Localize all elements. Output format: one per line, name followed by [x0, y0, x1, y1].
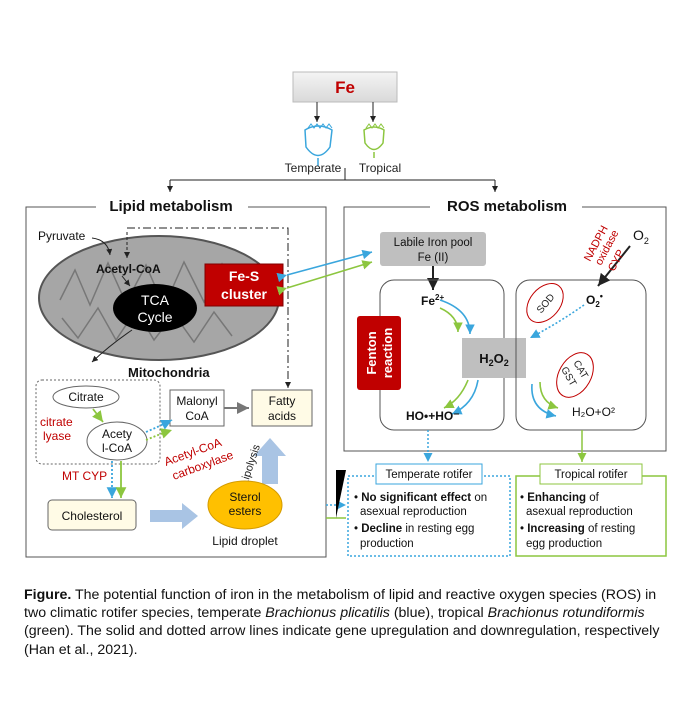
sterol-line1: Sterol	[229, 490, 260, 504]
temperate-bullet1-line2: asexual reproduction	[360, 506, 467, 518]
tropical-rotifer-icon	[363, 123, 385, 158]
caption-label: Figure.	[24, 587, 72, 603]
o2-label: O2	[633, 227, 649, 246]
lipid-droplet-label: Lipid droplet	[212, 534, 278, 548]
acetyl-coa-label: Acetyl-CoA	[96, 262, 161, 276]
cat-gst-node	[556, 352, 594, 398]
caption-part3: (green). The solid and dotted arrow line…	[24, 623, 660, 658]
hydroxyl-label: HO•+HO⁻	[406, 409, 460, 423]
tca-line1: TCA	[141, 292, 170, 308]
fatty-acids-line1: Fatty	[269, 394, 296, 408]
tropical-bullet1: • Enhancing of	[520, 492, 600, 504]
temperate-outcome-title-box	[375, 463, 483, 485]
iron-label: Fe	[335, 78, 355, 97]
tca-cycle	[113, 284, 197, 332]
temperate-bullet2: • Decline in resting egg	[354, 523, 474, 535]
iron-box	[292, 71, 398, 103]
temperate-bullet2-line2: production	[360, 538, 414, 550]
cholesterol-box	[47, 499, 137, 531]
fenton-reaction-box	[357, 316, 401, 390]
antioxidant-region	[515, 279, 647, 431]
fes-cluster-box	[204, 263, 284, 307]
mt-cyp-label: MT CYP	[62, 469, 107, 483]
lipolysis-arrow	[254, 438, 286, 484]
citrate-lyase-line1: citrate	[40, 415, 73, 429]
citrate-node	[52, 385, 120, 409]
malonyl-line2: CoA	[185, 409, 208, 423]
fes-line2: cluster	[221, 286, 267, 302]
temperate-outcome-title: Temperate rotifer	[386, 469, 473, 481]
h2o2-label: H2O2	[479, 351, 509, 368]
fatty-acids-box	[251, 389, 313, 427]
sterol-esters-droplet	[207, 480, 283, 530]
caption-part2: (blue), tropical	[389, 605, 488, 622]
tropical-outcome-box	[515, 475, 667, 557]
citrate-label: Citrate	[68, 390, 104, 404]
tropical-outcome-title: Tropical rotifer	[554, 469, 627, 481]
caption-species2: Brachionus rotundiformis	[487, 605, 645, 622]
labile-iron-pool-box	[380, 232, 486, 266]
tropical-outcome-title-box	[539, 463, 643, 485]
acetyl-coa-cytosol-node	[86, 421, 148, 461]
pyruvate-label: Pyruvate	[38, 229, 86, 243]
temperate-bullet1: • No significant effect on	[354, 492, 487, 504]
caption-part1: The potential function of iron in the me…	[24, 587, 657, 622]
cholesterol-label: Cholesterol	[62, 509, 123, 523]
caption-species1: Brachionus plicatilis	[265, 605, 390, 622]
tropical-bullet2-line2: egg production	[526, 538, 602, 550]
temperate-rotifer-icon	[304, 123, 333, 166]
acetyl-coa-cytosol-line1: Acety	[102, 427, 132, 441]
h2o2-box	[462, 338, 526, 378]
citrate-lyase-line2: lyase	[43, 429, 71, 443]
lipid-panel-title: Lipid metabolism	[109, 198, 232, 215]
ros-panel-title: ROS metabolism	[447, 198, 567, 215]
superoxide-label: O2•	[586, 291, 603, 309]
fatty-acids-line2: acids	[268, 409, 296, 423]
fes-line1: Fe-S	[229, 268, 259, 284]
figure-caption: Figure. The potential function of iron i…	[24, 586, 674, 659]
cholesterol-to-sterol-arrow	[150, 503, 198, 529]
sterol-line2: esters	[229, 504, 262, 518]
acetyl-coa-cytosol-line2: l-CoA	[102, 441, 132, 455]
water-label: H₂O+O²	[572, 405, 615, 419]
tropical-label: Tropical	[359, 161, 401, 175]
tca-line2: Cycle	[137, 309, 172, 325]
fe2-label: Fe2+	[421, 293, 444, 308]
iron-pool-line2: Fe (II)	[418, 252, 449, 264]
malonyl-line1: Malonyl	[176, 394, 217, 408]
tropical-bullet1-line2: asexual reproduction	[526, 506, 633, 518]
sod-node	[526, 283, 564, 323]
tropical-bullet2: • Increasing of resting	[520, 523, 635, 535]
temperate-outcome-box	[347, 475, 511, 557]
malonyl-coa-box	[169, 389, 225, 427]
temperate-label: Temperate	[285, 161, 342, 175]
iron-pool-line1: Labile Iron pool	[394, 237, 473, 249]
fenton-line1: Fenton	[364, 331, 379, 374]
fenton-line2: reaction	[380, 328, 395, 379]
mitochondria-label: Mitochondria	[128, 365, 210, 380]
iron-metabolism-diagram: Fe Temperate Tropical Lipid metabolism R…	[25, 71, 667, 558]
